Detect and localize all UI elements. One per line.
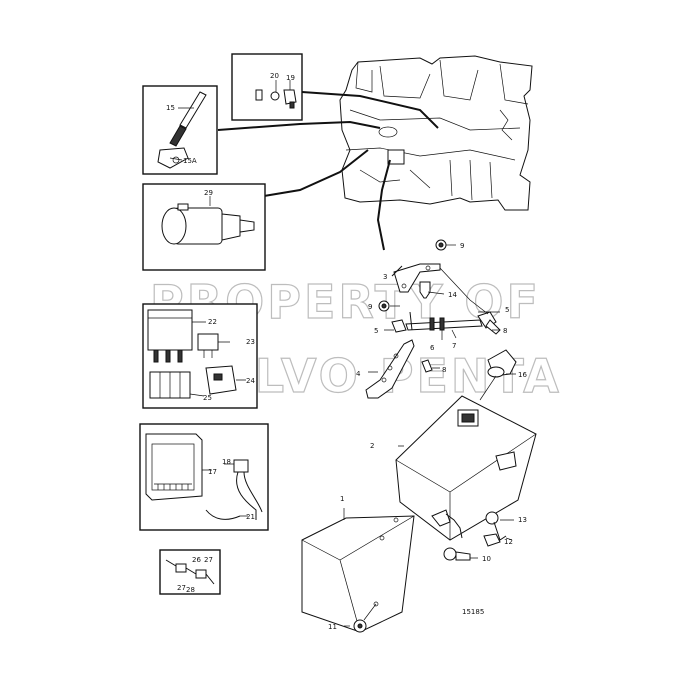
callout-24: 24 [246,377,255,385]
detail-box-sender: 15 15A [142,85,218,175]
engine-outline [339,55,533,211]
callout-9b: 9 [368,303,372,311]
wiring-lines [217,91,439,251]
callout-13: 13 [518,516,527,524]
callout-3: 3 [383,273,387,281]
callout-8a: 8 [503,327,507,335]
callout-25: 25 [203,394,212,402]
shield-plate: 1 11 [301,495,415,633]
callout-6: 6 [430,344,435,352]
callout-10: 10 [482,555,491,563]
detail-box-relays: 22 23 24 25 [142,303,258,409]
callout-22: 22 [208,318,217,326]
callout-11: 11 [328,623,337,631]
callout-20: 20 [270,72,279,80]
callout-5a: 5 [505,306,509,314]
callout-14: 14 [448,291,457,299]
callout-19: 19 [286,74,295,82]
callout-9a: 9 [460,242,464,250]
linkage-assembly: 9 3 14 5 9 5 8 6 7 8 4 [356,239,509,399]
callout-12: 12 [504,538,513,546]
callout-2: 2 [370,442,374,450]
callout-28: 28 [186,586,195,594]
callout-17: 17 [208,468,217,476]
detail-box-connectors: 26 27 27 28 [159,549,221,595]
sensor-port [378,126,398,138]
callout-27a: 27 [204,556,213,564]
callout-4: 4 [356,370,361,378]
drawing-number: 15185 [462,608,484,616]
callout-27b: 27 [177,584,186,592]
callout-21: 21 [246,513,255,521]
engine-hex-boss [387,149,405,165]
callout-15: 15 [166,104,175,112]
callout-18: 18 [222,458,231,466]
callout-7: 7 [452,342,456,350]
callout-29: 29 [204,189,213,197]
callout-15a: 15A [183,157,197,165]
callout-5b: 5 [374,327,378,335]
callout-23: 23 [246,338,255,346]
callout-8b: 8 [442,366,446,374]
tank-assembly: 16 2 13 12 10 [370,349,537,563]
callout-1: 1 [340,495,344,503]
detail-box-solenoid: 29 [142,183,266,271]
detail-box-control-unit: 17 18 21 [139,423,269,531]
detail-box-switch: 20 19 [231,53,303,121]
callout-26: 26 [192,556,201,564]
callout-16: 16 [518,371,527,379]
